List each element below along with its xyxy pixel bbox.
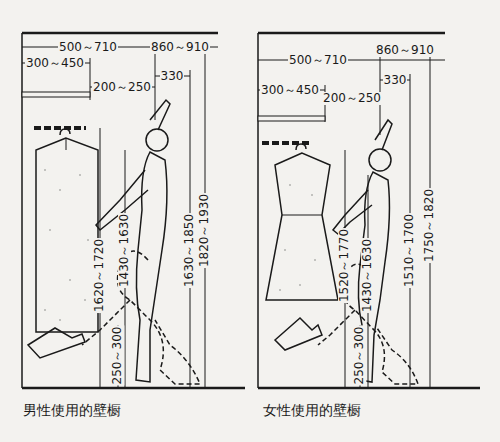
dimension-label: 1510～1700 [403,212,416,287]
dimension-label: 1430～1630 [361,237,374,312]
female-wardrobe [258,33,480,388]
dimension-label: 860～910 [375,44,435,57]
dimension-label: 1630～1850 [183,212,196,287]
dimension-label: 1520～1770 [338,227,351,302]
dimension-label: 500～710 [288,54,348,67]
caption: 男性使用的壁橱 [22,402,122,418]
dimension-label: 860～910 [150,41,210,54]
dimension-label: 1820～1930 [198,192,211,267]
dimension-label: 250～300 [354,325,367,385]
male-wardrobe [22,33,245,388]
dimension-label: 1620～1720 [93,237,106,312]
caption: 女性使用的壁橱 [262,402,362,418]
dimension-label: 1430～1630 [118,212,131,287]
dimension-label: 330 [383,74,408,87]
dimension-label: 300～450 [260,84,320,97]
dimension-label: 1750～1820 [423,187,436,262]
dimension-label: 200～250 [322,92,382,105]
dimension-label: 300～450 [25,57,85,70]
dimension-label: 250～300 [112,325,125,385]
dimension-label: 200～250 [92,81,152,94]
dimension-label: 330 [160,70,185,83]
dimension-label: 500～710 [58,41,118,54]
